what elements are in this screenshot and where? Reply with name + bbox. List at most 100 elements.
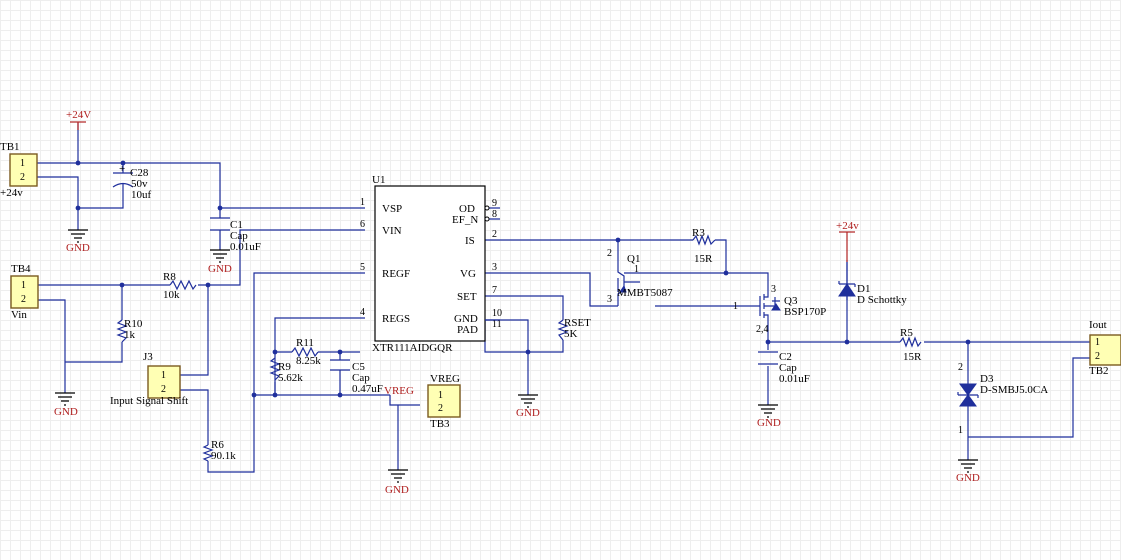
c5-value: 0.47uF (352, 383, 383, 395)
q3-ref: Q3 (784, 295, 798, 307)
u1-part: XTR111AIDGQR (372, 342, 453, 354)
terminal-j3[interactable]: J3 1 2 Input Signal Shift (110, 351, 188, 407)
r5-value: 15R (903, 351, 922, 363)
tb1-label: +24v (0, 187, 23, 199)
ground-icon: GND (385, 469, 409, 496)
net-label-vreg: VREG (384, 385, 414, 397)
gnd-label: GND (385, 484, 409, 496)
r11-ref: R11 (296, 337, 314, 349)
terminal-tb3[interactable]: VREG 1 2 TB3 (427, 373, 461, 430)
tb3-pin2: 2 (438, 403, 443, 414)
r6-ref: R6 (211, 439, 224, 451)
d3-part: D-SMBJ5.0CA (980, 384, 1048, 396)
capacitor-c2[interactable]: C2 Cap 0.01uF (758, 351, 810, 385)
u1-pin-num: 11 (492, 319, 502, 330)
c2-value: 0.01uF (779, 373, 810, 385)
u1-pin-num: 2 (492, 229, 497, 240)
r6-value: 90.1k (211, 450, 236, 462)
r9-value: 5.62k (278, 372, 303, 384)
c2-type: Cap (779, 362, 797, 374)
terminal-tb4[interactable]: TB4 1 2 Vin (10, 263, 39, 321)
c5-ref: C5 (352, 361, 365, 373)
u1-pin-num: 3 (492, 262, 497, 273)
r8-value: 10k (163, 289, 180, 301)
resistor-r9[interactable]: R9 5.62k (269, 357, 303, 384)
tb1-pin2: 2 (20, 172, 25, 183)
u1-pin-num: 10 (492, 308, 502, 319)
ic-u1[interactable]: U1 XTR111AIDGQR VSP VIN REGF REGS 1 6 5 … (360, 174, 502, 354)
transistor-q1[interactable]: 2 1 3 Q1 MMBT5087 (607, 248, 673, 305)
c28-plus: + (119, 163, 125, 175)
capacitor-c28[interactable]: + C28 50v 10uf (112, 163, 152, 201)
resistor-rset[interactable]: RSET 5K (557, 317, 591, 341)
tb2-pin1: 1 (1095, 337, 1100, 348)
c1-type: Cap (230, 230, 248, 242)
u1-pin-num: 4 (360, 307, 365, 318)
terminal-tb2[interactable]: Iout 1 2 TB2 (1089, 319, 1121, 377)
diode-d1[interactable]: D1 D Schottky (838, 262, 907, 306)
d3-pin: 1 (958, 425, 963, 436)
q1-pin: 1 (634, 264, 639, 275)
ground-icon: GND (956, 459, 980, 484)
u1-pin-regf: REGF (382, 268, 410, 280)
ground-icon: GND (757, 404, 781, 429)
u1-pin-num: 5 (360, 262, 365, 273)
diode-d3[interactable]: 2 1 D3 D-SMBJ5.0CA (957, 360, 1048, 436)
q3-pin: 3 (771, 284, 776, 295)
ground-icon: GND (66, 229, 90, 254)
tb3-pin1: 1 (438, 390, 443, 401)
ground-icon: GND (54, 392, 78, 418)
u1-pin-set: SET (457, 291, 477, 303)
d3-pin: 2 (958, 362, 963, 373)
tb4-label: Vin (11, 309, 27, 321)
terminal-tb1[interactable]: TB1 1 2 +24v (0, 141, 38, 199)
r11-value: 8.25k (296, 355, 321, 367)
q3-pin: 2,4 (756, 324, 769, 335)
gnd-label: GND (757, 417, 781, 429)
u1-pin-num: 7 (492, 285, 497, 296)
c28-voltage: 50v (131, 178, 148, 190)
d1-ref: D1 (857, 283, 870, 295)
power-24v-label: +24v (836, 220, 859, 232)
u1-pin-num: 6 (360, 219, 365, 230)
gnd-label: GND (54, 406, 78, 418)
resistor-r11[interactable]: R11 8.25k (291, 337, 321, 367)
capacitor-c1[interactable]: C1 Cap 0.01uF (210, 217, 261, 253)
d3-ref: D3 (980, 373, 994, 385)
rset-ref: RSET (564, 317, 591, 329)
r5-ref: R5 (900, 327, 913, 339)
tb4-pin2: 2 (21, 294, 26, 305)
capacitor-c5[interactable]: C5 Cap 0.47uF (330, 359, 383, 395)
d1-part: D Schottky (857, 294, 907, 306)
r10-value: 1k (124, 329, 136, 341)
u1-pin-num: 1 (360, 197, 365, 208)
r8-ref: R8 (163, 271, 176, 283)
tb1-pin1: 1 (20, 158, 25, 169)
gnd-label: GND (516, 407, 540, 419)
resistor-r10[interactable]: R10 1k (116, 318, 143, 343)
tb4-pin1: 1 (21, 280, 26, 291)
resistor-r6[interactable]: R6 90.1k (202, 439, 236, 462)
tb4-ref: TB4 (11, 263, 31, 275)
q3-pin: 1 (733, 301, 738, 312)
transistor-q3[interactable]: 1 3 2,4 Q3 BSP170P (733, 284, 826, 335)
u1-pin-vsp: VSP (382, 203, 402, 215)
tb3-ref: TB3 (430, 418, 450, 430)
rset-value: 5K (564, 328, 578, 340)
resistor-r5[interactable]: R5 15R (899, 327, 922, 363)
power-port-24v-upper: +24V (66, 109, 91, 130)
u1-ref: U1 (372, 174, 385, 186)
u1-pin-vin: VIN (382, 225, 402, 237)
j3-ref: J3 (143, 351, 153, 363)
resistor-r8[interactable]: R8 10k (163, 271, 197, 301)
resistor-r3[interactable]: R3 15R (692, 227, 716, 265)
gnd-label: GND (66, 242, 90, 254)
c5-type: Cap (352, 372, 370, 384)
u1-pin-regs: REGS (382, 313, 410, 325)
power-port-24v-lower: +24v (836, 220, 859, 262)
r3-ref: R3 (692, 227, 705, 239)
q1-ref: Q1 (627, 253, 640, 265)
c2-ref: C2 (779, 351, 792, 363)
wires (37, 123, 1090, 473)
